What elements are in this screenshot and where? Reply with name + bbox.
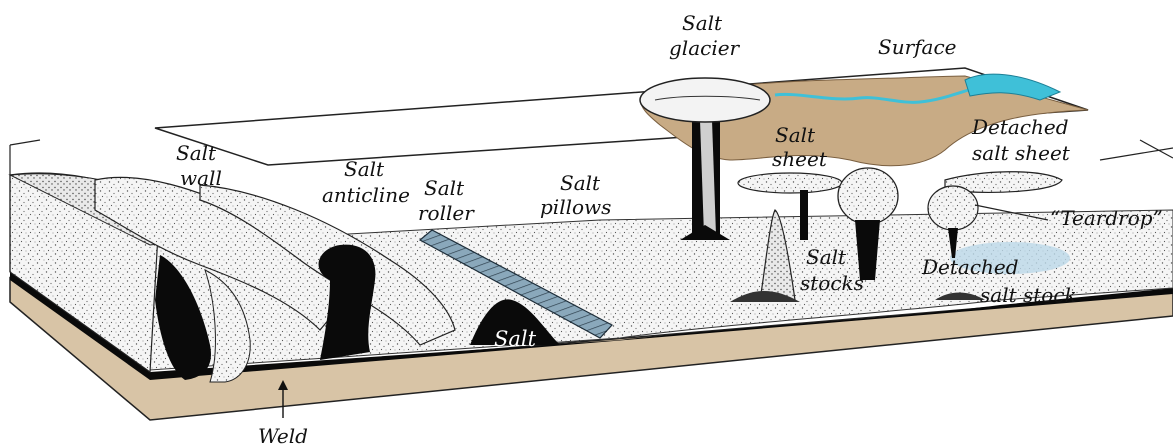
label-salt-roller-line2: roller [418, 201, 475, 225]
label-salt-anticline-line1: Salt [344, 157, 385, 181]
label-salt-glacier-line1: Salt [682, 11, 723, 35]
label-surface: Surface [878, 35, 957, 59]
label-salt-glacier-line2: glacier [669, 36, 741, 60]
label-salt-roller-line1: Salt [424, 176, 465, 200]
label-salt-pillows-line2: pillows [540, 195, 611, 219]
label-salt-stocks-line2: stocks [800, 271, 864, 295]
label-salt-sheet-line1: Salt [775, 123, 816, 147]
label-salt-stocks-line1: Salt [806, 245, 847, 269]
label-weld: Weld [258, 424, 308, 448]
label-salt-wall-line2: wall [180, 166, 222, 190]
block-right-edge [1100, 140, 1173, 160]
label-teardrop: “Teardrop” [1050, 206, 1163, 230]
label-salt-sheet-line2: sheet [772, 147, 828, 171]
label-salt: Salt [494, 327, 537, 351]
label-detached-salt-sheet-line1: Detached [971, 115, 1069, 139]
label-salt-anticline-line2: anticline [322, 183, 410, 207]
label-detached-salt-stock-line2: salt stock [980, 283, 1077, 307]
surface-plane [155, 68, 1088, 166]
label-salt-wall-line1: Salt [176, 141, 217, 165]
label-detached-salt-stock-line1: Detached [921, 255, 1019, 279]
label-detached-salt-sheet-line2: salt sheet [972, 141, 1071, 165]
label-salt-pillows-line1: Salt [560, 171, 601, 195]
